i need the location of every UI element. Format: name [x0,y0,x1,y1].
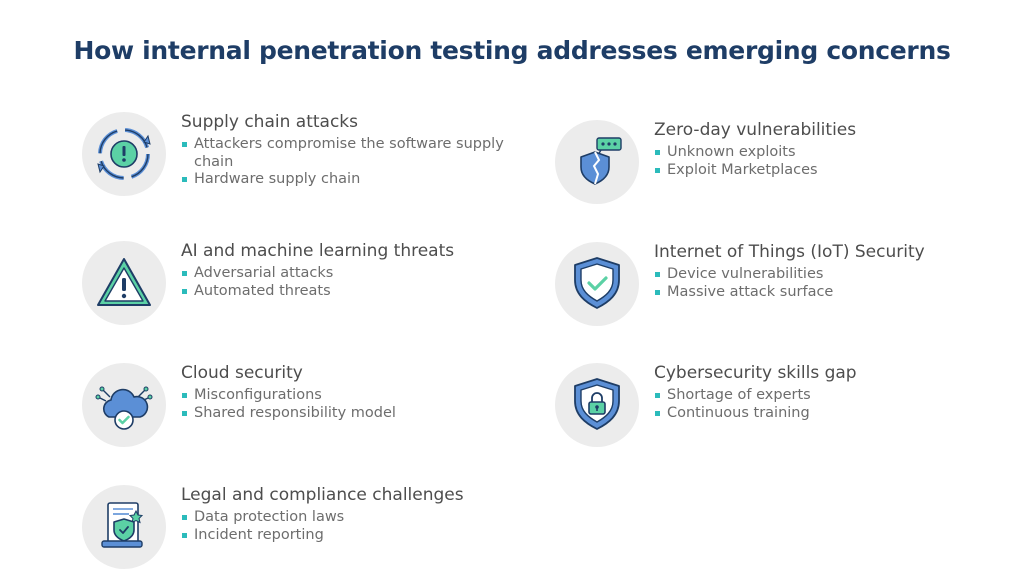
icon-circle [82,241,166,325]
concern-bullet: Adversarial attacks [181,265,531,283]
concern-skills-gap: Cybersecurity skills gap Shortage of exp… [555,363,995,453]
concern-heading: Supply chain attacks [181,112,358,132]
warning-triangle-icon [97,258,151,306]
concern-bullet: Attackers compromise the software supply… [181,136,531,171]
concern-ai-ml: AI and machine learning threats Adversar… [82,241,522,331]
icon-circle [555,363,639,447]
icon-circle [82,363,166,447]
icon-circle [82,485,166,569]
concern-bullet: Unknown exploits [654,144,1004,162]
concern-iot-security: Internet of Things (IoT) Security Device… [555,242,995,332]
icon-circle [555,242,639,326]
concern-heading: Zero-day vulnerabilities [654,120,857,140]
icon-circle [555,120,639,204]
concern-heading: Cybersecurity skills gap [654,363,857,383]
concern-legal-compliance: Legal and compliance challenges Data pro… [82,485,522,575]
page-title: How internal penetration testing address… [73,36,951,65]
concern-bullet: Device vulnerabilities [654,266,1004,284]
concern-bullet: Shared responsibility model [181,405,531,423]
supply-chain-cycle-icon [97,128,151,180]
shield-lock-icon [574,378,620,430]
concern-bullet: Incident reporting [181,527,531,545]
concern-bullet: Shortage of experts [654,387,1004,405]
concern-heading: Cloud security [181,363,303,383]
icon-circle [82,112,166,196]
shield-check-icon [574,257,620,309]
concern-bullet: Continuous training [654,405,1004,423]
concern-heading: AI and machine learning threats [181,241,455,261]
concern-bullet: Massive attack surface [654,284,1004,302]
cloud-check-icon [95,386,153,430]
concern-heading: Internet of Things (IoT) Security [654,242,925,262]
concern-bullet: Automated threats [181,283,531,301]
concern-heading: Legal and compliance challenges [181,485,464,505]
concern-cloud-security: Cloud security Misconfigurations Shared … [82,363,522,453]
broken-shield-icon [580,137,622,185]
concern-bullet: Data protection laws [181,509,531,527]
concern-bullet: Hardware supply chain [181,171,531,189]
legal-document-shield-icon [101,502,144,548]
concern-bullet: Misconfigurations [181,387,531,405]
concern-bullet: Exploit Marketplaces [654,162,1004,180]
concern-supply-chain: Supply chain attacks Attackers compromis… [82,112,522,202]
concern-zero-day: Zero-day vulnerabilities Unknown exploit… [555,120,995,210]
